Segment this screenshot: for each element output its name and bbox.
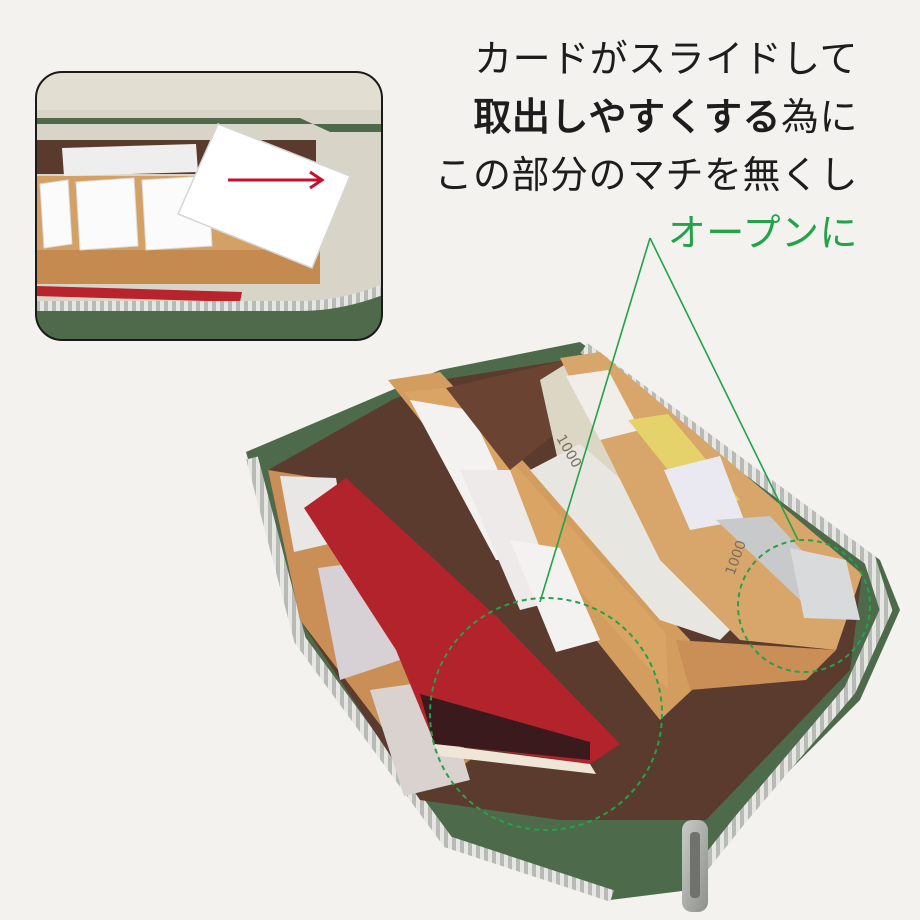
caption-text-block: カードがスライドして 取出しやすくする為に この部分のマチを無くし オープンに	[418, 30, 858, 262]
inset-closeup-photo	[35, 71, 383, 341]
pointer-line-right	[649, 237, 799, 541]
caption-line-1: カードがスライドして	[474, 37, 858, 81]
caption-line-4: オープンに	[667, 211, 858, 255]
caption-line-2-bold: 取出しやすくする	[473, 95, 781, 139]
annotation-overlay	[429, 237, 871, 831]
highlight-circle-left	[429, 597, 663, 831]
caption-line-3: この部分のマチを無くし	[434, 153, 858, 197]
highlight-circle-right	[737, 539, 871, 673]
caption-line-2: 取出しやすくする為に	[418, 88, 858, 146]
wallet-photo: 1000 1000	[246, 342, 900, 912]
pointer-line-left	[539, 237, 651, 603]
caption-line-2-rest: 為に	[780, 95, 858, 139]
